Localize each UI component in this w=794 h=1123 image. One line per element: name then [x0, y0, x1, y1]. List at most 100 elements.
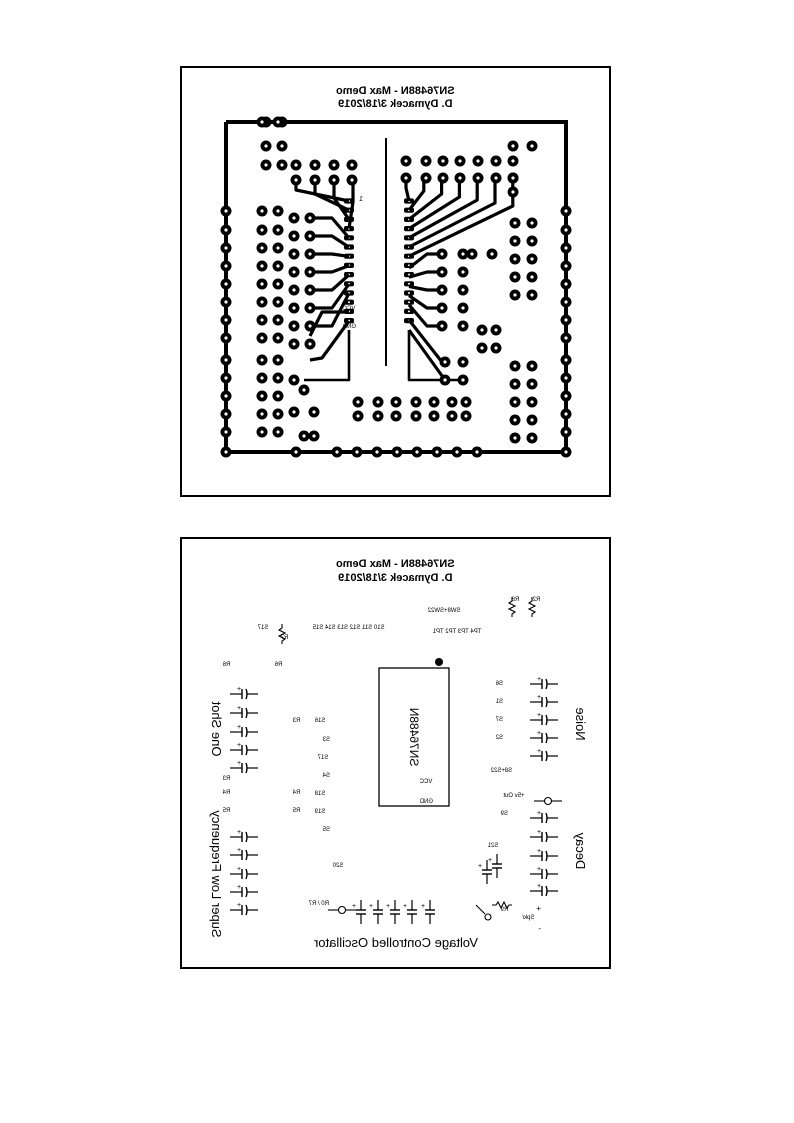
capacitor-symbol: + — [230, 866, 258, 880]
solder-pad — [220, 354, 232, 366]
solder-pad — [411, 446, 423, 458]
copper-title-line2: D. Dymacek 3/18/2019 — [338, 98, 452, 110]
solder-pad — [346, 159, 358, 171]
svg-text:+: + — [537, 676, 541, 683]
silk-label-r3a: R3 — [292, 718, 300, 724]
solder-pad — [560, 372, 572, 384]
solder-pad — [526, 271, 538, 283]
solder-pad — [308, 430, 320, 442]
silk-label-r4b: R4 — [292, 790, 300, 796]
capacitor-symbol: + — [230, 724, 258, 738]
solder-pad — [220, 278, 232, 290]
solder-pad — [439, 374, 451, 386]
solder-pad — [288, 406, 300, 418]
capacitor-symbol: + — [230, 705, 258, 719]
solder-pad — [309, 174, 321, 186]
silk-label-r3b: R3 — [222, 776, 230, 782]
solder-pad — [436, 266, 448, 278]
capacitor-symbol: + — [530, 829, 558, 843]
solder-pad — [560, 278, 572, 290]
copper-trace — [304, 330, 351, 382]
solder-pad — [304, 212, 316, 224]
solder-pad — [328, 159, 340, 171]
solder-pad — [457, 302, 469, 314]
svg-text:+: + — [478, 863, 482, 870]
solder-pad — [331, 446, 343, 458]
solder-pad — [272, 408, 284, 420]
solder-pad — [298, 384, 310, 396]
solder-pad — [507, 140, 519, 152]
solder-pad — [290, 174, 302, 186]
solder-pad — [272, 390, 284, 402]
silkscreen-layer-board: SN76488N - Max Demo D. Dymacek 3/18/2019… — [180, 537, 611, 969]
silk-label-s5: S5 — [322, 827, 330, 833]
solder-pad — [391, 446, 403, 458]
silk-label-s18: S18 — [314, 791, 325, 797]
solder-pad — [526, 378, 538, 390]
solder-pad — [560, 426, 572, 438]
solder-pad — [220, 224, 232, 236]
svg-text:+: + — [386, 903, 390, 910]
solder-pad — [420, 172, 432, 184]
solder-pad — [410, 396, 422, 408]
copper-trace — [408, 178, 461, 230]
capacitor-symbol: + — [530, 866, 558, 880]
resistor-symbol — [527, 597, 537, 617]
capacitor-symbol: + — [230, 742, 258, 756]
solder-pad — [220, 390, 232, 402]
solder-pad — [256, 260, 268, 272]
solder-pad — [260, 140, 272, 152]
svg-text:+: + — [237, 847, 241, 854]
svg-text:+: + — [369, 903, 373, 910]
silk-label-s_row_label: S10 S11 S12 S13 S14 S15 — [312, 625, 385, 631]
solder-pad — [466, 248, 478, 260]
solder-pad — [290, 446, 302, 458]
solder-pad — [437, 155, 449, 167]
solder-pad — [400, 155, 412, 167]
solder-pad — [509, 217, 521, 229]
silk-label-r6a: R6 — [222, 662, 230, 668]
solder-pad — [451, 446, 463, 458]
silk-label-r5b: R5 — [292, 808, 300, 814]
silk-label-sw_label: SW8+SW22 — [427, 608, 461, 614]
solder-pad — [526, 360, 538, 372]
solder-pad — [509, 414, 521, 426]
solder-pad — [490, 342, 502, 354]
capacitor-symbol: + — [530, 810, 558, 824]
solder-pad — [304, 338, 316, 350]
svg-text:+: + — [237, 724, 241, 731]
solder-pad — [460, 410, 472, 422]
solder-pad — [272, 205, 284, 217]
solder-pad — [526, 235, 538, 247]
solder-pad — [526, 432, 538, 444]
solder-pad — [346, 174, 358, 186]
svg-text:+: + — [237, 866, 241, 873]
silk-label-s8s22: S8+S22 — [490, 768, 512, 774]
solder-pad — [256, 390, 268, 402]
capacitor-symbol: + — [230, 829, 258, 843]
copper-trace — [408, 178, 479, 240]
solder-pad — [272, 426, 284, 438]
copper-trace — [309, 320, 351, 362]
svg-text:+: + — [352, 903, 356, 910]
solder-pad — [371, 446, 383, 458]
solder-pad — [256, 372, 268, 384]
resistor-symbol — [277, 624, 287, 644]
silk-label-r6b: R6 — [274, 662, 282, 668]
solder-pad — [220, 426, 232, 438]
potentiometer-symbol — [534, 796, 562, 806]
copper-trace — [408, 178, 444, 221]
copper-trace — [407, 178, 426, 212]
svg-text:+: + — [537, 694, 541, 701]
solder-pad — [454, 155, 466, 167]
capacitor-symbol: + — [488, 854, 502, 878]
solder-pad — [256, 296, 268, 308]
solder-pad — [476, 324, 488, 336]
solder-pad — [509, 432, 521, 444]
solder-pad — [560, 260, 572, 272]
solder-pad — [272, 224, 284, 236]
svg-text:+: + — [537, 712, 541, 719]
silk-label-s6: S6 — [495, 681, 503, 687]
solder-pad — [290, 159, 302, 171]
copper-layer-board: SN76488N - Max Demo D. Dymacek 3/18/2019… — [180, 66, 611, 497]
